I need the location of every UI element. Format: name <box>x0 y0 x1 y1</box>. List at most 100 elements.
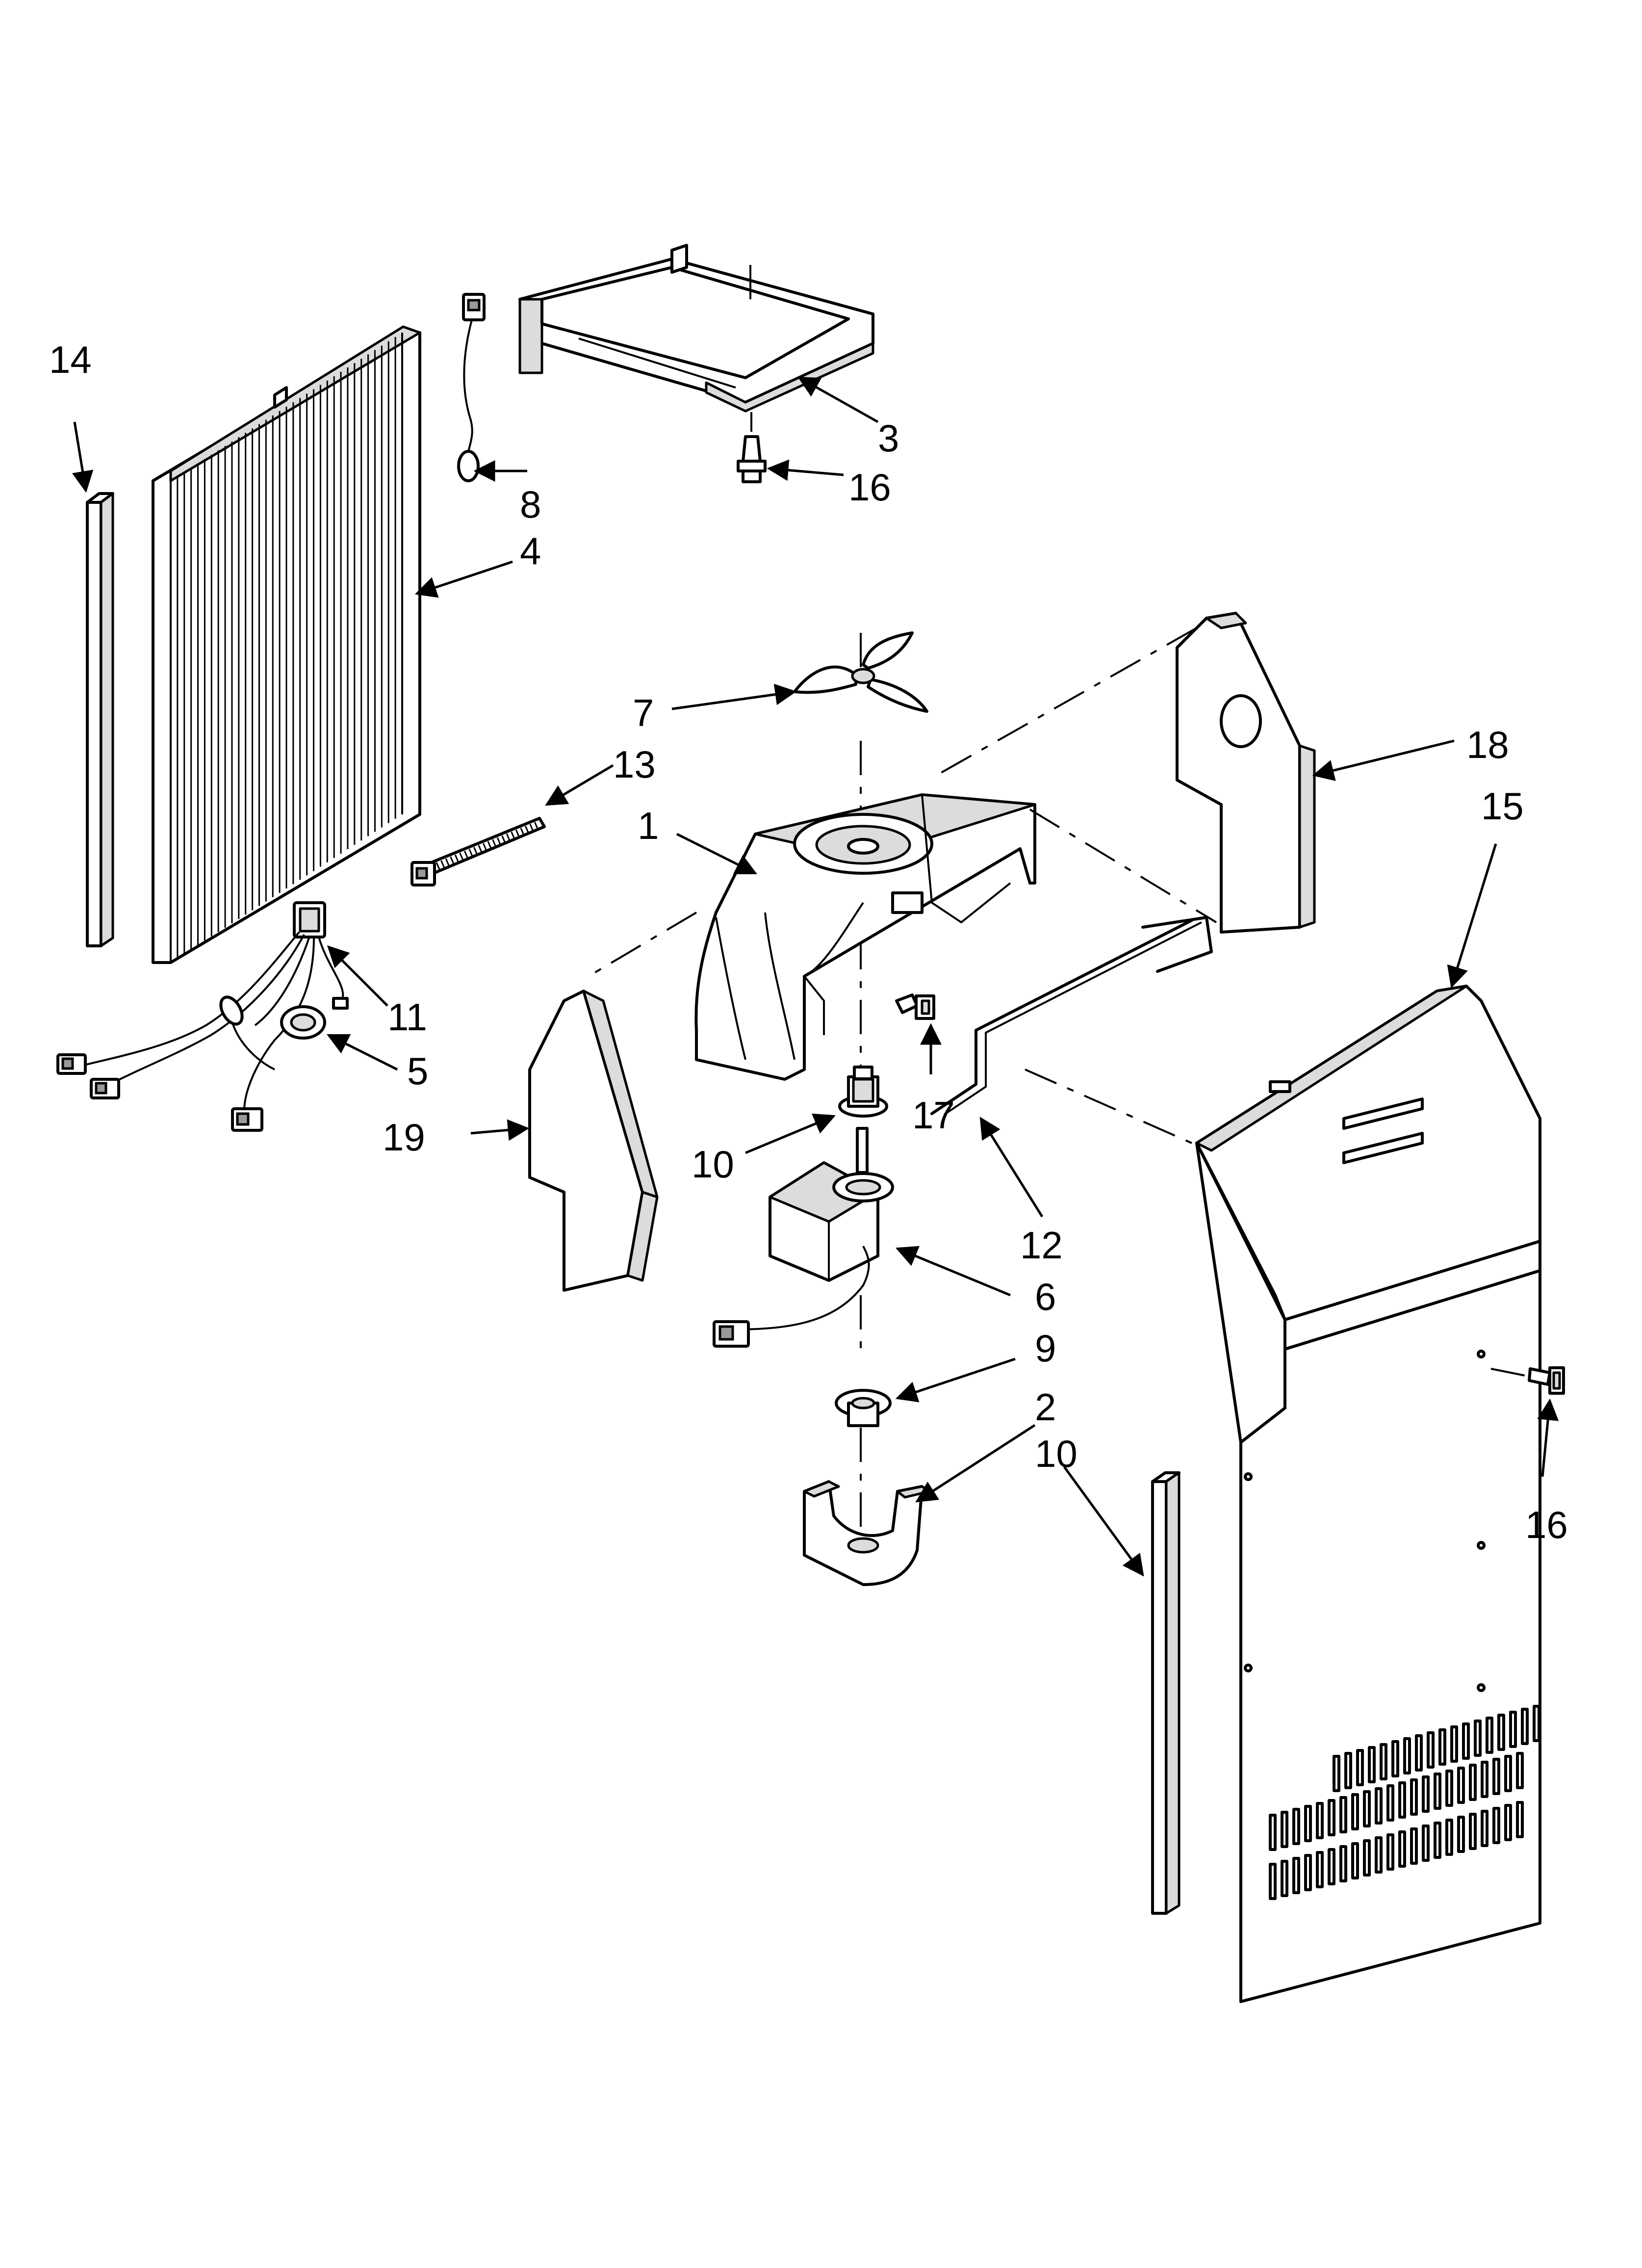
vent-slot <box>1403 1737 1411 1774</box>
vent-slot <box>1316 1802 1324 1839</box>
part-11-wire-harness <box>56 901 349 1132</box>
vent-slot <box>1450 1725 1458 1763</box>
part-13-cable-tie <box>410 817 546 886</box>
vent-slot <box>1398 1830 1406 1868</box>
vent-slot <box>1281 1811 1288 1848</box>
vent-slot <box>1368 1746 1376 1783</box>
part-5-grommet <box>280 1005 326 1040</box>
vent-slot <box>1344 1752 1352 1789</box>
vent-slot <box>1363 1790 1371 1827</box>
callout-10-upper: 10 <box>692 1143 734 1186</box>
vent-slot <box>1492 1758 1500 1795</box>
tie-tooth <box>487 841 492 849</box>
rear-cover-vents <box>1269 1705 1540 1900</box>
part-16-screw-right <box>1490 1366 1565 1395</box>
vent-slot <box>1281 1860 1288 1897</box>
part-18-right-duct-panel <box>1176 612 1316 934</box>
vent-slot <box>1438 1728 1446 1766</box>
callout-4: 4 <box>520 529 541 573</box>
part-19-left-duct-panel <box>528 990 659 1292</box>
vent-slot <box>1351 1793 1359 1830</box>
part-1-fan-shroud <box>694 793 1036 1081</box>
vent-slot <box>1434 1773 1441 1810</box>
vent-slot <box>1457 1767 1465 1804</box>
vent-slot <box>1427 1731 1435 1769</box>
callout-1: 1 <box>638 804 659 847</box>
vent-slot <box>1434 1822 1441 1859</box>
vent-slot <box>1351 1842 1359 1879</box>
callout-2: 2 <box>1035 1385 1056 1429</box>
vent-slot <box>1363 1839 1371 1877</box>
part-4-evaporator-panel <box>152 325 421 964</box>
vent-slot <box>1410 1778 1418 1816</box>
tie-tooth <box>436 862 440 870</box>
callout-6: 6 <box>1035 1275 1056 1318</box>
vent-slot <box>1481 1810 1488 1847</box>
vent-slot <box>1516 1752 1524 1789</box>
callout-16-right: 16 <box>1525 1503 1568 1546</box>
vent-slot <box>1462 1722 1470 1760</box>
tie-tooth <box>511 831 515 839</box>
vent-slot <box>1415 1734 1423 1772</box>
vent-slot <box>1521 1708 1529 1745</box>
vent-slot <box>1386 1784 1394 1822</box>
vent-slot <box>1304 1805 1312 1842</box>
callout-8: 8 <box>520 483 541 526</box>
vent-slot <box>1339 1845 1347 1882</box>
vent-slot <box>1410 1827 1418 1865</box>
tie-tooth <box>506 833 511 841</box>
tie-tooth <box>483 843 487 851</box>
part-6-fan-motor <box>713 1127 894 1354</box>
vent-slot <box>1481 1761 1488 1798</box>
part-14-left-strip <box>86 492 114 947</box>
callout-18: 18 <box>1466 723 1509 766</box>
tie-tooth <box>463 850 468 859</box>
vent-slot <box>1391 1740 1399 1777</box>
tie-tooth <box>440 860 445 868</box>
tie-tooth <box>468 849 473 857</box>
vent-slot <box>1445 1819 1453 1856</box>
part-8-thermistor <box>457 293 486 482</box>
callout-15: 15 <box>1481 784 1524 828</box>
callout-13: 13 <box>613 743 656 786</box>
tie-tooth <box>454 854 459 862</box>
vent-slot <box>1339 1796 1347 1833</box>
vent-slot <box>1356 1749 1364 1786</box>
vent-slot <box>1269 1814 1277 1851</box>
tie-tooth <box>473 847 478 855</box>
part-7-fan-blade <box>793 631 928 713</box>
vent-slot <box>1328 1799 1335 1836</box>
vent-slot <box>1516 1801 1524 1838</box>
callout-5: 5 <box>407 1049 428 1093</box>
vent-slot <box>1492 1807 1500 1844</box>
tie-tooth <box>520 828 525 835</box>
vent-slot <box>1292 1857 1300 1894</box>
part-10-motor-mount-upper <box>838 1066 888 1118</box>
vent-slot <box>1380 1743 1387 1780</box>
vent-slot <box>1292 1808 1300 1845</box>
vent-slot <box>1469 1813 1477 1850</box>
vent-slot <box>1504 1804 1512 1841</box>
part-12-wire-bracket <box>930 916 1213 1116</box>
panel-fins <box>177 337 396 959</box>
vent-slot <box>1445 1770 1453 1807</box>
tie-tooth <box>450 856 455 864</box>
vent-slot <box>1375 1836 1383 1874</box>
tie-tooth <box>534 822 539 830</box>
leader-lines <box>72 376 1559 1577</box>
part-3-duct-cover <box>518 244 874 413</box>
callout-11: 11 <box>387 995 427 1039</box>
callout-labels: 14 3 16 8 4 7 13 18 15 1 11 5 19 17 10 1… <box>49 338 1568 1546</box>
vent-slot <box>1328 1848 1335 1885</box>
vent-slot <box>1533 1705 1540 1742</box>
callout-14: 14 <box>49 338 92 381</box>
callout-10-lower: 10 <box>1035 1432 1078 1475</box>
vent-slot <box>1422 1775 1430 1813</box>
vent-slot <box>1504 1755 1512 1792</box>
vent-slot <box>1422 1825 1430 1862</box>
vent-slot <box>1375 1787 1383 1825</box>
vent-slot <box>1269 1863 1277 1900</box>
tie-tooth <box>529 824 534 832</box>
tie-tooth <box>496 837 501 845</box>
